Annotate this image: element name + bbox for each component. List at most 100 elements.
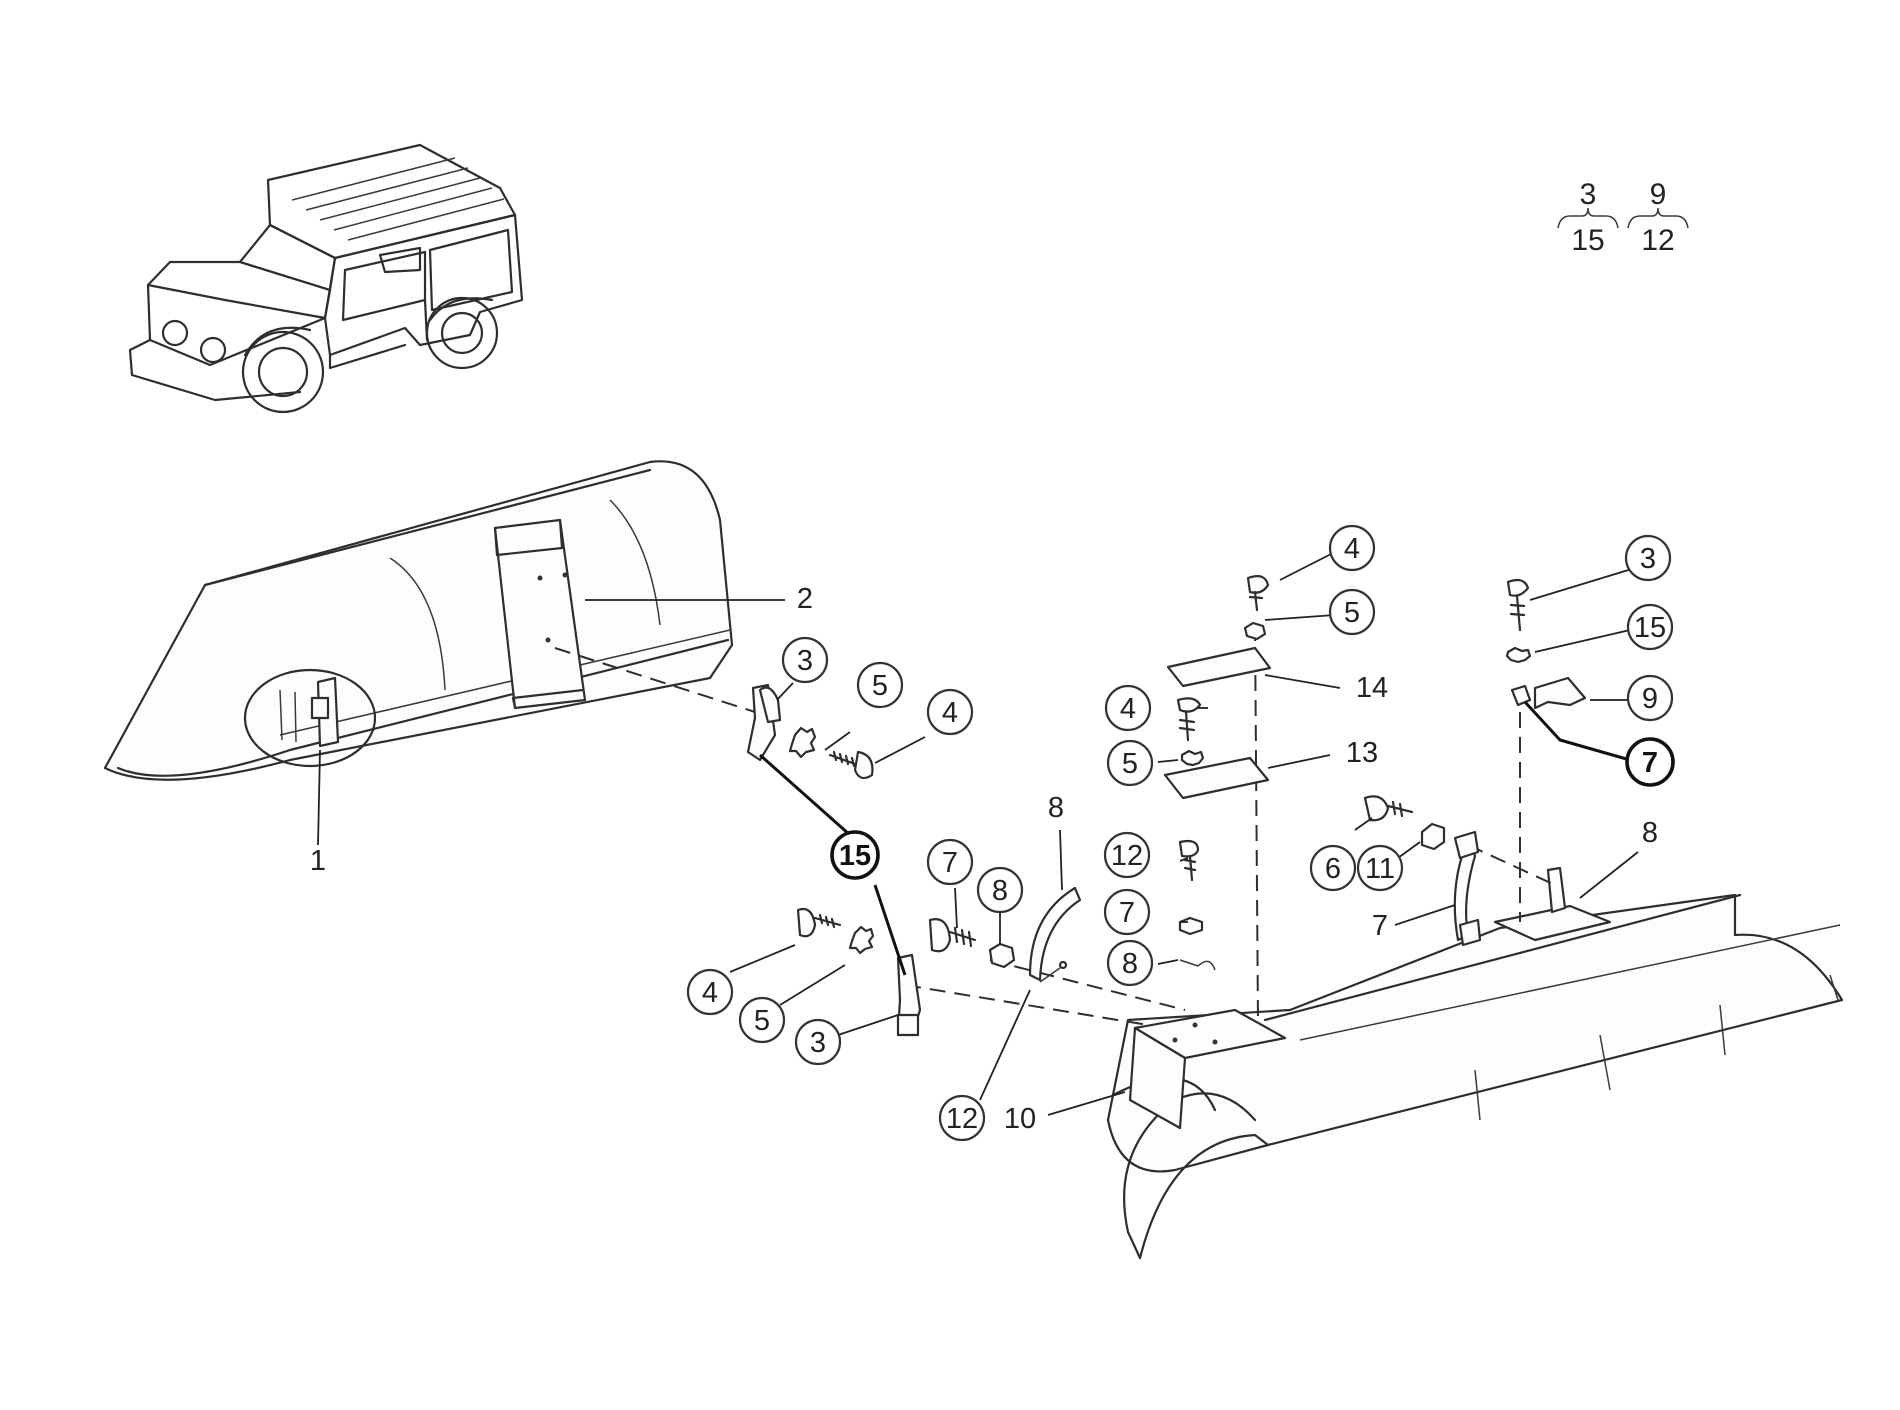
callout-circle-7b (1328, 524, 1376, 572)
leader-5a (824, 731, 851, 751)
washer-5-right (1505, 646, 1532, 664)
callout-3a: 3 (797, 645, 813, 677)
leader-10 (1047, 1091, 1126, 1116)
leader-4c (1529, 567, 1636, 601)
leader-4d (729, 944, 796, 973)
vehicle-thumbnail (128, 143, 524, 414)
callout-11: 8 (1642, 817, 1658, 849)
callout-7c: 12 (1111, 840, 1143, 872)
leader-1 (317, 749, 321, 846)
legend-a-bottom: 15 (1571, 224, 1604, 257)
callout-4d: 4 (702, 977, 718, 1009)
legend-a-top: 3 (1580, 178, 1597, 211)
legend-b-top: 9 (1650, 178, 1667, 211)
washer-5-lower (848, 925, 875, 955)
callout-circle-4d (686, 968, 734, 1016)
bracket-box-10 (1128, 1008, 1287, 1130)
washer-5-mid (1180, 749, 1205, 767)
callout-circle-8c (1103, 888, 1151, 936)
bracket-3-right (1533, 676, 1587, 710)
callout-2: 2 (797, 583, 813, 615)
callout-circle-3c (1626, 674, 1674, 722)
callout-7a: 7 (942, 847, 958, 879)
leader-7b (1279, 551, 1336, 581)
callout-circle-4c (1624, 534, 1672, 582)
callout-5d: 5 (754, 1005, 770, 1037)
screw-7-upper (1246, 575, 1270, 594)
right-rail-panel (1106, 893, 1844, 1260)
callout-8c: 7 (1119, 897, 1135, 929)
callout-5b: 5 (1122, 748, 1138, 780)
callout-circle-3a (781, 636, 829, 684)
leader-11 (1579, 851, 1639, 899)
leader-7d (1354, 817, 1373, 831)
leader-14 (1264, 674, 1341, 689)
callout-circle-8b (1328, 588, 1376, 636)
callout-circle-5a (856, 661, 904, 709)
leader-9 (1059, 829, 1063, 891)
cover-14 (1166, 646, 1272, 688)
left-rail-panel (103, 460, 734, 781)
callout-8a: 8 (992, 875, 1008, 907)
callout-14: 14 (1356, 672, 1388, 704)
washer-5-upper (788, 726, 817, 759)
assembly-lines (554, 624, 1556, 1026)
leader-13 (1267, 754, 1331, 769)
screw-7-center (928, 918, 952, 953)
leader-15b (1523, 700, 1631, 762)
callout-circle-4b (1104, 684, 1152, 732)
callout-7b: 4 (1344, 533, 1360, 565)
callout-circle-15b (1625, 737, 1675, 787)
leader-8b (1264, 614, 1336, 621)
callout-7d: 6 (1325, 853, 1341, 885)
legend-b-bottom: 12 (1641, 224, 1674, 257)
callout-1: 1 (310, 845, 326, 877)
screw-4-lower (796, 907, 817, 938)
screw-7-right (1363, 795, 1390, 822)
hardware-parts (746, 575, 1587, 1037)
callout-circle-3b (794, 1018, 842, 1066)
assembly-legend: 3 15 9 12 (1557, 178, 1689, 257)
callout-12a: 8 (1122, 948, 1138, 980)
callout-circle-7a (926, 838, 974, 886)
bracket-9 (1028, 886, 1082, 982)
nut-8-center (988, 942, 1016, 969)
leader-15a-up (759, 753, 851, 837)
clip-12-column (1179, 959, 1216, 971)
callout-12b: 12 (946, 1103, 978, 1135)
callout-8b: 5 (1344, 597, 1360, 629)
callout-4b: 4 (1120, 693, 1136, 725)
legend-a-brace (1557, 207, 1619, 229)
legend-b-brace (1627, 207, 1689, 229)
callout-13: 13 (1346, 737, 1378, 769)
screw-7-column (1178, 839, 1200, 858)
callout-circle-4a (926, 688, 974, 736)
callout-15a: 15 (839, 840, 871, 872)
leader-lines (317, 551, 1639, 1116)
callout-circle-7d (1309, 844, 1357, 892)
screw-4-right (1506, 578, 1530, 597)
callout-5c: 15 (1634, 612, 1666, 644)
leader-7a (954, 887, 958, 929)
callout-circle-5b (1106, 739, 1154, 787)
callout-5a: 5 (872, 670, 888, 702)
screw-4-mid (1176, 697, 1202, 713)
callout-circle-15a (830, 830, 880, 880)
leader-4a (874, 736, 926, 764)
leader-3a (776, 682, 794, 701)
callout-6: 7 (1372, 910, 1388, 942)
leader-8d (1397, 841, 1421, 859)
leader-5d (779, 964, 846, 1006)
leader-12a (1157, 959, 1179, 965)
leader-5c (1534, 629, 1631, 653)
leader-7c (1179, 857, 1189, 862)
callout-9: 8 (1048, 792, 1064, 824)
callouts: 1 2 3 5 4 15 7 8 14 4 5 13 4 5 3 15 9 7 … (310, 524, 1675, 1142)
callout-circle-7c (1103, 831, 1151, 879)
nut-8-upper (1243, 621, 1267, 641)
callout-8d: 11 (1365, 853, 1395, 885)
callout-3c: 9 (1642, 683, 1658, 715)
leader-5b (1157, 759, 1179, 763)
callout-circle-8d (1356, 844, 1404, 892)
